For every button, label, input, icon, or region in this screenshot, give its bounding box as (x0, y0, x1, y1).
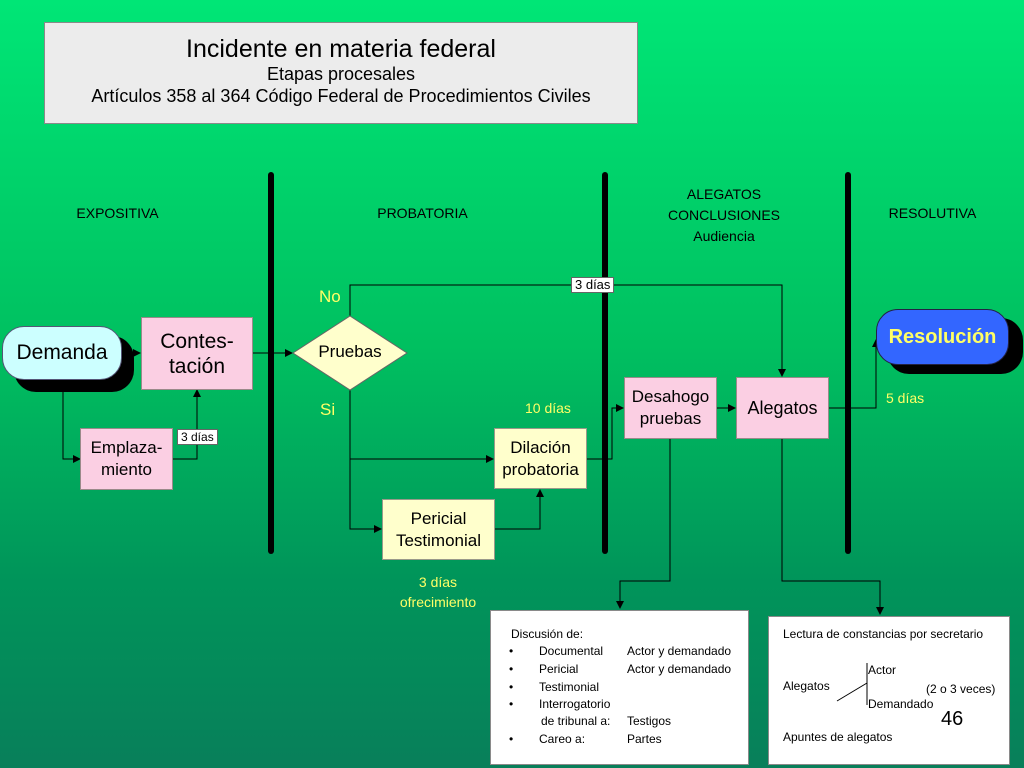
node-desahogo-line1: Desahogo (631, 387, 710, 406)
diagram-source: Artículos 358 al 364 Código Federal de P… (91, 86, 591, 106)
node-resolucion: Resolución (876, 309, 1009, 365)
lectura-actor: Actor (868, 663, 897, 677)
discusion-who: Partes (627, 732, 662, 746)
label-5-dias: 5 días (886, 390, 925, 406)
arrow-demanda-emplazamiento (62, 392, 81, 463)
phase-expositiva: EXPOSITIVA (76, 205, 159, 221)
arrow-alegatos-lectura (781, 439, 884, 615)
phase-alegatos-line1: ALEGATOS (686, 186, 762, 202)
node-contestacion-line1: Contes- (160, 329, 234, 353)
phase-alegatos-line3: Audiencia (693, 228, 755, 244)
note-discusion: Discusión de: • Documental Actor y deman… (490, 610, 749, 765)
arrow-pericial-dilacion (495, 489, 544, 530)
label-10-dias: 10 días (525, 400, 571, 416)
arrow-no-alegatos (349, 284, 786, 377)
label-no: No (319, 287, 341, 306)
node-pruebas-diamond (292, 315, 408, 391)
discusion-item: Interrogatorio (539, 697, 611, 711)
arrow-si-dilacion (349, 390, 494, 463)
page-number: 46 (941, 708, 964, 730)
discusion-who: Actor y demandado (627, 644, 732, 658)
lectura-veces: (2 o 3 veces) (926, 682, 996, 696)
phase-alegatos-line2: CONCLUSIONES (667, 207, 781, 223)
node-demanda: Demanda (2, 326, 122, 380)
label-ofrecimiento: 3 días ofrecimiento (378, 572, 498, 612)
discusion-item: Testimonial (539, 680, 600, 694)
node-pruebas-label: Pruebas (318, 342, 382, 361)
discusion-item: Careo a: (539, 732, 586, 746)
phase-probatoria: PROBATORIA (377, 205, 468, 221)
arrow-desahogo-discusion (616, 439, 671, 609)
diagram-subtitle: Etapas procesales (266, 64, 416, 84)
discusion-item: Documental (539, 644, 604, 658)
tag-3-dias-top: 3 días (571, 277, 615, 293)
node-emplazamiento-line1: Emplaza- (90, 438, 163, 457)
arrow-emplazamiento-contestacion (173, 389, 201, 460)
node-dilacion-line1: Dilación (510, 437, 571, 457)
bullet: • (509, 732, 514, 746)
discusion-who: Actor y demandado (627, 662, 732, 676)
discusion-who: Testigos (627, 714, 672, 728)
arrow-si-pericial (349, 459, 382, 533)
arrow-alegatos-resolucion (829, 339, 880, 409)
lectura-apuntes: Apuntes de alegatos (783, 730, 893, 744)
node-desahogo: Desahogo pruebas (624, 377, 717, 439)
discusion-item: Pericial (539, 662, 579, 676)
bullet: • (509, 697, 514, 711)
bullet: • (509, 644, 514, 658)
bullet: • (509, 680, 514, 694)
label-ofrecimiento-line2: ofrecimiento (399, 594, 477, 610)
node-emplazamiento: Emplaza- miento (80, 428, 173, 490)
lectura-demandado: Demandado (868, 697, 934, 711)
discusion-item: de tribunal a: (541, 714, 611, 728)
lectura-heading: Lectura de constancias por secretario (783, 627, 984, 641)
node-emplazamiento-line2: miento (100, 460, 153, 479)
separator-1 (268, 172, 274, 554)
discusion-heading: Discusión de: (511, 627, 584, 641)
lectura-alegatos: Alegatos (783, 679, 830, 693)
node-dilacion: Dilación probatoria (494, 428, 587, 489)
separator-2 (602, 172, 608, 554)
label-ofrecimiento-line1: 3 días (418, 574, 458, 590)
arrow-dilacion-desahogo (587, 404, 624, 460)
node-pericial-line1: Pericial (410, 508, 467, 528)
tag-3-dias-emplazamiento: 3 días (177, 429, 218, 445)
node-pericial-line2: Testimonial (395, 530, 482, 550)
bullet: • (509, 662, 514, 676)
label-si: Si (320, 400, 336, 419)
phase-resolutiva: RESOLUTIVA (888, 205, 977, 221)
node-alegatos: Alegatos (736, 377, 829, 439)
separator-3 (845, 172, 851, 554)
node-contestacion: Contes- tación (141, 317, 253, 390)
note-lectura: Lectura de constancias por secretario Ac… (768, 616, 1010, 765)
node-desahogo-line2: pruebas (639, 409, 702, 428)
diagram-title: Incidente en materia federal (186, 35, 496, 63)
node-dilacion-line2: probatoria (502, 459, 579, 479)
node-pericial: Pericial Testimonial (382, 499, 495, 560)
lectura-brace-lines (836, 663, 868, 705)
title-box: Incidente en materia federal Etapas proc… (44, 22, 638, 124)
node-contestacion-line2: tación (168, 354, 226, 378)
phase-alegatos: ALEGATOS CONCLUSIONES Audiencia (644, 184, 804, 247)
